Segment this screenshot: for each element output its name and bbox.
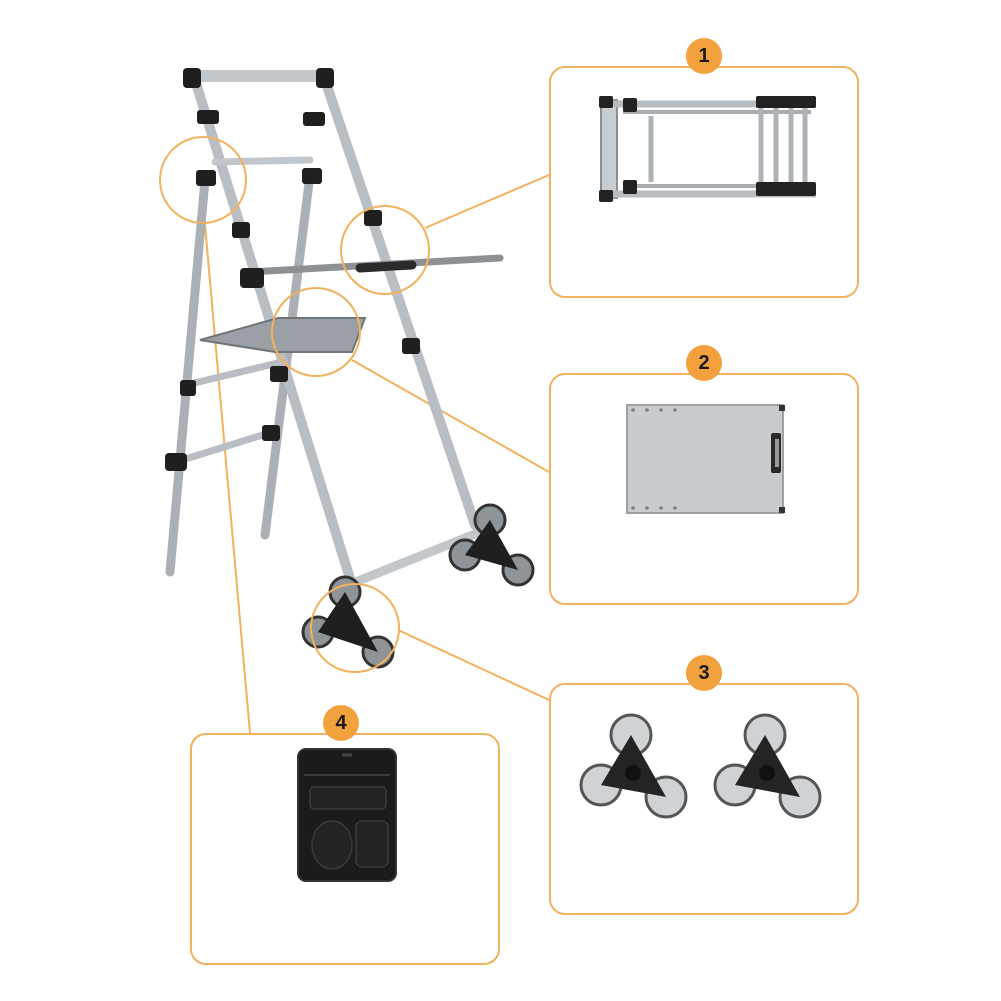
- leader-line-2: [351, 359, 550, 473]
- callout-circle-3: [310, 583, 400, 673]
- cart-frame: [165, 68, 535, 669]
- leader-line-3: [397, 629, 550, 701]
- leader-lines: [204, 174, 550, 734]
- callout-circle-1: [340, 205, 430, 295]
- carry-bag-image: [297, 748, 397, 882]
- callout-badge-4: 4: [323, 705, 359, 741]
- callout-badge-3: 3: [686, 655, 722, 691]
- detail-panel-3: [549, 683, 859, 915]
- tri-wheel-right: [713, 713, 822, 819]
- detail-panel-1: [549, 66, 859, 298]
- callout-circle-4: [159, 136, 247, 224]
- callout-badge-1: 1: [686, 38, 722, 74]
- callout-badge-2: 2: [686, 345, 722, 381]
- callout-circle-2: [271, 287, 361, 377]
- rear-tri-wheel: [448, 503, 535, 587]
- callout-circles: [159, 136, 430, 673]
- leader-line-1: [424, 174, 550, 229]
- platform-board-image: [626, 404, 785, 514]
- tri-wheel-left: [579, 713, 688, 819]
- tri-wheel-set-image: [579, 713, 822, 819]
- folded-frame-image: [599, 96, 816, 202]
- leader-line-4: [204, 224, 251, 734]
- detail-panel-4: [190, 733, 500, 965]
- detail-panel-2: [549, 373, 859, 605]
